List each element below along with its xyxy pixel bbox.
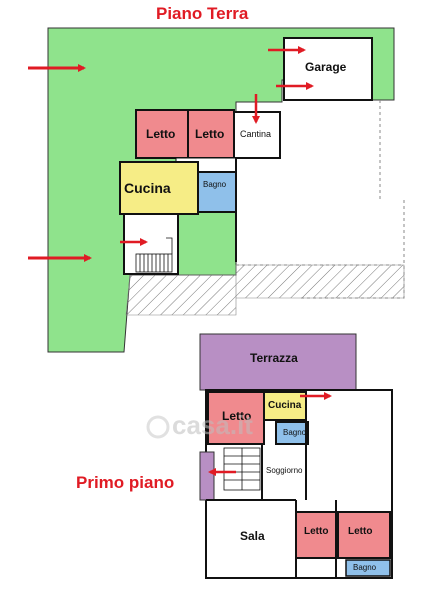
watermark-logo (146, 415, 170, 439)
bagno-label: Bagno (203, 180, 227, 189)
bagno-label: Bagno (353, 563, 377, 572)
balcony-area (199, 451, 215, 501)
cucina-label: Cucina (268, 400, 302, 411)
letto-label: Letto (222, 409, 252, 423)
letto-room-2 (187, 109, 235, 159)
terrazza-label: Terrazza (250, 351, 298, 365)
cucina-label: Cucina (124, 180, 171, 196)
letto-label: Letto (304, 526, 329, 537)
soggiorno-label: Soggiorno (266, 466, 303, 475)
first-floor-plan (199, 333, 393, 579)
letto-room-3 (337, 511, 391, 559)
garage-label: Garage (305, 60, 347, 74)
dashed-outline (236, 100, 405, 299)
bagno-room (275, 421, 309, 445)
bagno-room (197, 171, 237, 213)
stair-icon (135, 237, 173, 273)
ground-floor-plan (28, 27, 405, 353)
watermark-text: casa.it (172, 410, 253, 440)
sala-label: Sala (240, 529, 265, 543)
ground-floor-title: Piano Terra (156, 4, 249, 23)
bagno-label: Bagno (283, 428, 307, 437)
letto-label: Letto (348, 526, 373, 537)
letto-label: Letto (146, 127, 176, 141)
first-floor-title: Primo piano (76, 473, 175, 492)
stair-icon (223, 447, 261, 491)
cucina-room (263, 391, 307, 421)
letto-room-1 (135, 109, 189, 159)
letto-label: Letto (195, 127, 225, 141)
cantina-label: Cantina (240, 129, 272, 139)
garage-room (283, 37, 373, 101)
letto-room-2 (295, 511, 337, 559)
bagno-room-2 (345, 559, 391, 577)
cucina-room (119, 161, 199, 215)
walls (177, 158, 237, 262)
